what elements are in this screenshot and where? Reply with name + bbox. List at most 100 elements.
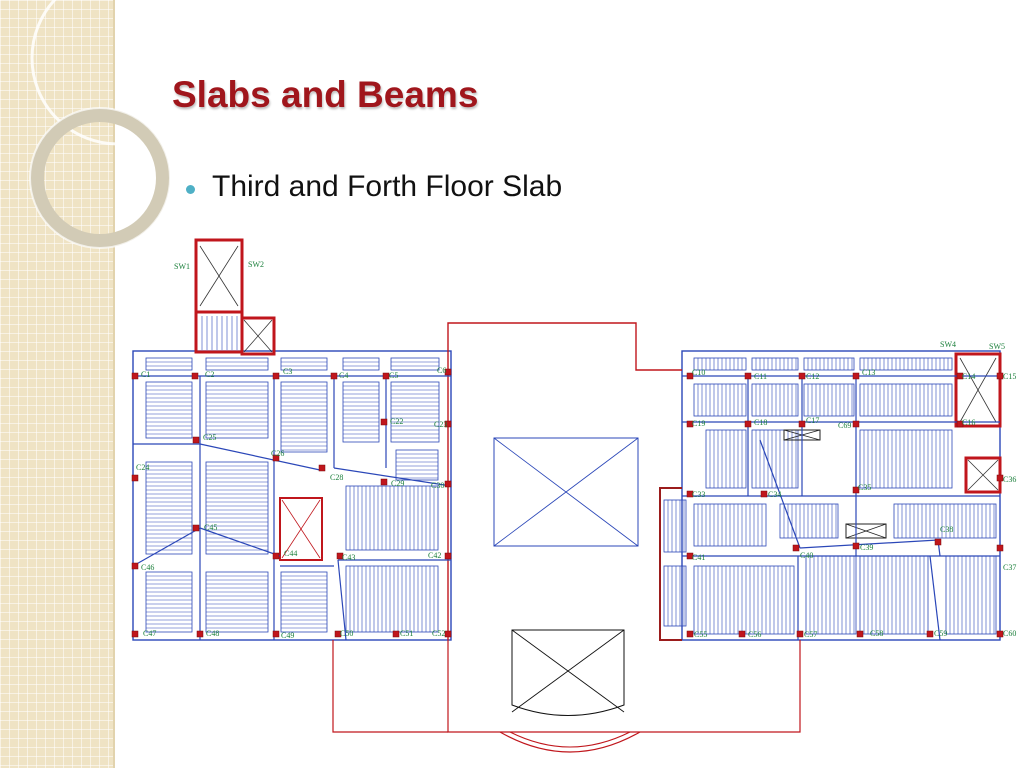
shear-wall-lower [194,310,244,354]
column-marker [272,630,280,638]
column-label-c11: C11 [754,372,767,381]
column-marker [444,368,452,376]
column-label-c69: C69 [838,421,851,430]
core-opening [493,437,639,547]
shear-wall-cross [967,459,999,491]
column-label-c15: C15 [1003,372,1016,381]
slab-panel [693,357,747,371]
slab-panel [859,429,953,489]
building-outline [132,350,452,641]
column-marker [956,372,964,380]
column-marker [760,490,768,498]
column-label-c14: C14 [962,372,975,381]
slab-panel [859,383,953,417]
bullet-item-text: Third and Forth Floor Slab [212,170,563,203]
slab-panel [145,461,193,555]
band-edge-divider [113,0,115,768]
column-marker [192,436,200,444]
column-label-c35: C35 [858,483,871,492]
beam-line [337,559,347,641]
column-label-c18: C18 [754,418,767,427]
column-marker [926,630,934,638]
column-marker [192,524,200,532]
column-marker [444,420,452,428]
column-label-c44: C44 [284,549,297,558]
slab-panel [805,555,857,635]
column-marker [131,474,139,482]
column-label-c1: C1 [141,370,150,379]
column-label-c4: C4 [339,371,348,380]
column-marker [798,372,806,380]
column-label-c25: C25 [203,433,216,442]
curved-balcony-arc [499,731,641,753]
beam-line [199,443,321,471]
column-marker [852,420,860,428]
slab-panel [342,381,380,443]
slab-panel [945,555,997,635]
column-marker [382,372,390,380]
shear-wall-cross [959,357,997,423]
column-label-c28: C28 [330,473,343,482]
slab-panel [280,381,328,453]
lower-left-outline [332,640,448,733]
column-label-c49: C49 [281,631,294,640]
column-marker [686,420,694,428]
column-marker [334,630,342,638]
column-label-c12: C12 [806,372,819,381]
column-marker [444,480,452,488]
column-marker [852,542,860,550]
curved-balcony-arc-inner [509,731,631,748]
column-label-c57: C57 [804,630,817,639]
column-label-c43: C43 [342,553,355,562]
beam-line [799,539,939,549]
structure-lines-group [132,238,1002,753]
column-marker [196,630,204,638]
column-marker [131,562,139,570]
slab-panel [751,383,799,417]
column-marker [738,630,746,638]
shear-wall-label-sw5: SW5 [989,342,1005,351]
shear-wall-cross [199,245,239,307]
slab-panel [280,571,328,633]
slab-panel [779,503,839,539]
column-marker [686,552,694,560]
slab-panel [205,357,269,371]
column-marker [380,478,388,486]
column-label-c47: C47 [143,629,156,638]
column-label-c29: C29 [391,479,404,488]
slab-panel [145,571,193,633]
column-marker [852,486,860,494]
column-marker [686,490,694,498]
slab-panel [280,357,328,371]
column-marker [330,372,338,380]
slab-panel [803,383,855,417]
slab-panel [859,555,929,635]
small-opening [845,523,887,539]
column-label-c17: C17 [806,416,819,425]
column-label-c26: C26 [271,449,284,458]
core-lower-outline [447,640,801,733]
column-marker [131,372,139,380]
column-marker [686,630,694,638]
slab-panel [859,357,953,371]
column-label-c55: C55 [694,630,707,639]
beam-line [333,467,452,487]
column-label-c22: C22 [390,417,403,426]
slab-panel [893,503,997,539]
column-label-c60: C60 [1003,629,1016,638]
column-label-c39: C39 [860,543,873,552]
column-marker [392,630,400,638]
slab-panel [205,461,269,555]
shear-wall-label-sw2: SW2 [248,260,264,269]
column-label-c2: C2 [205,370,214,379]
bullet-dot-icon [186,185,195,194]
column-marker [191,372,199,380]
shear-wall-sw2 [240,316,276,356]
column-label-c6: C6 [437,366,446,375]
column-marker [934,538,942,546]
column-label-c50: C50 [340,629,353,638]
slab-panel [345,565,439,633]
column-marker [744,372,752,380]
column-label-c42: C42 [428,551,441,560]
